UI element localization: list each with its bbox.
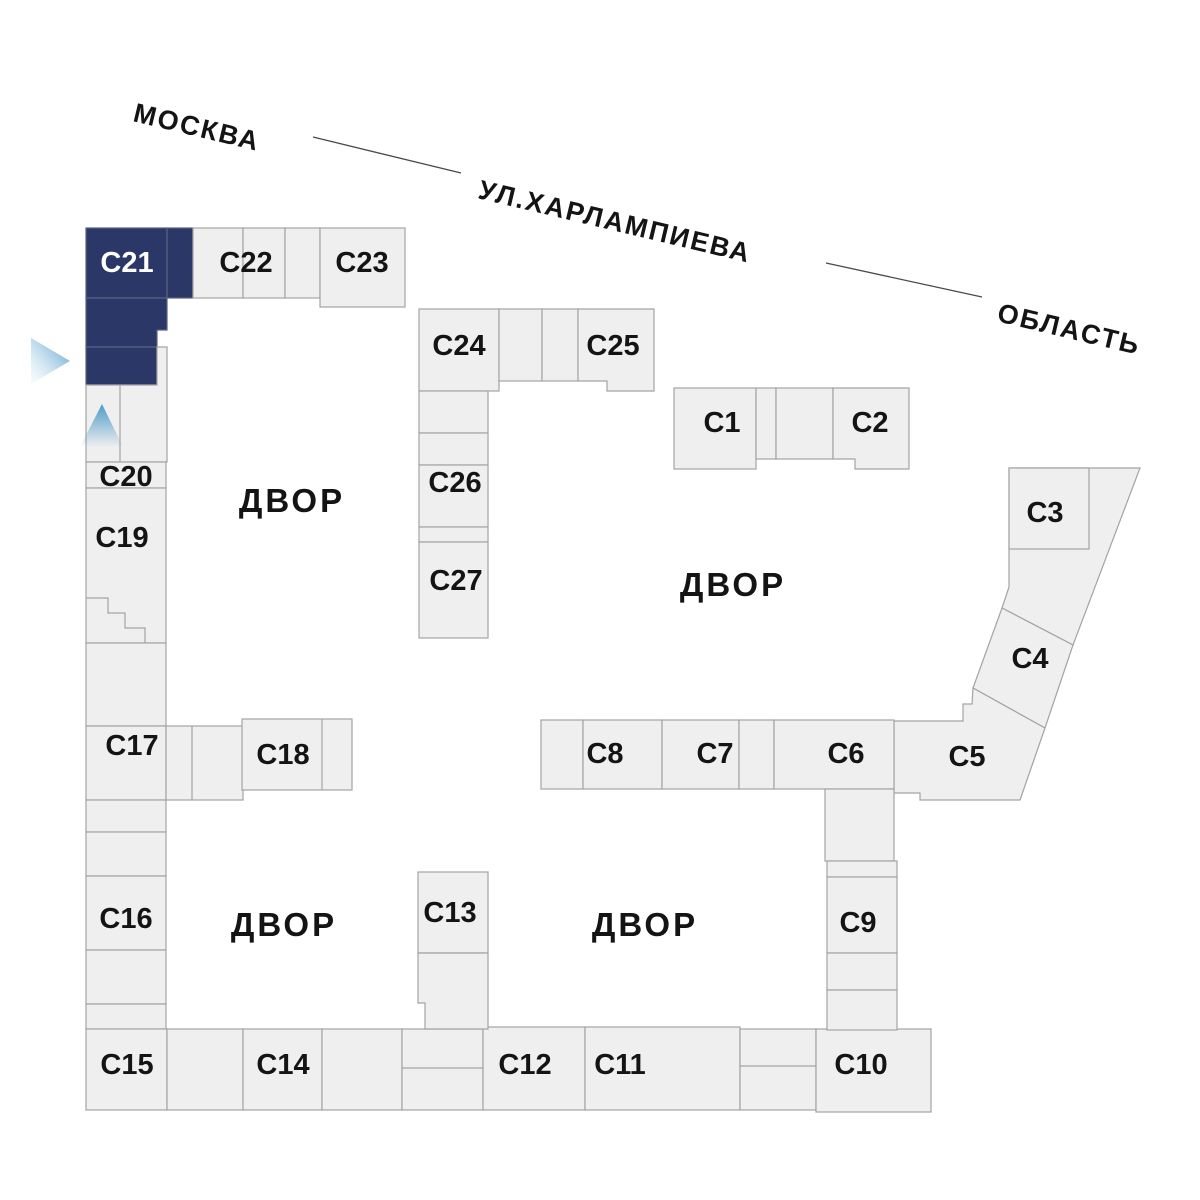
building-c22-section[interactable] — [192, 227, 244, 299]
building-c18-label: С18 — [256, 739, 309, 771]
building-c16-section[interactable] — [85, 799, 167, 833]
building-c11-section[interactable] — [584, 1026, 741, 1111]
building-c11-label: С11 — [594, 1049, 646, 1081]
building-c17-section[interactable] — [85, 642, 167, 727]
building-c13-section[interactable] — [417, 871, 489, 954]
building-c6-section[interactable] — [824, 788, 895, 862]
street-connector-line — [825, 262, 983, 298]
building-c2-label: С2 — [851, 407, 888, 439]
building-c14-section[interactable] — [242, 1028, 323, 1111]
building-c2-section[interactable] — [832, 387, 910, 470]
building-c24-label: С24 — [432, 330, 485, 362]
building-c4-label: С4 — [1011, 643, 1048, 675]
building-c20-label: С20 — [99, 461, 152, 493]
building-c16-section[interactable] — [85, 949, 167, 1005]
building-c9-section[interactable] — [826, 860, 898, 878]
building-c21[interactable] — [85, 227, 194, 386]
building-c14-label: С14 — [256, 1049, 309, 1081]
building-c27-section[interactable] — [418, 541, 489, 639]
building-c9-label: С9 — [839, 907, 876, 939]
building-c10-label: С10 — [834, 1049, 887, 1081]
courtyard-label: ДВОР — [231, 906, 337, 943]
building-c10-section[interactable] — [739, 1028, 817, 1111]
building-c17-label: С17 — [105, 730, 158, 762]
building-c22-label: С22 — [219, 247, 272, 279]
building-c13-section[interactable] — [417, 952, 489, 1030]
building-c16-label: С16 — [99, 903, 152, 935]
building-c14-section[interactable] — [166, 1028, 244, 1111]
building-c12-section[interactable] — [321, 1028, 403, 1111]
building-c2-section[interactable] — [775, 387, 834, 460]
building-c3-label: С3 — [1026, 497, 1063, 529]
building-c1-label: С1 — [703, 407, 740, 439]
building-c16-section[interactable] — [85, 831, 167, 877]
building-c25-section[interactable] — [541, 308, 579, 382]
courtyard-label: ДВОР — [239, 482, 345, 519]
building-c6-section[interactable] — [773, 719, 895, 790]
building-c24-section[interactable] — [498, 308, 543, 382]
building-c15-label: С15 — [100, 1049, 153, 1081]
building-c7-section[interactable] — [738, 719, 775, 790]
building-c21-section[interactable] — [85, 346, 158, 386]
building-c12-section[interactable] — [401, 1028, 484, 1111]
building-c22-section[interactable] — [242, 227, 286, 299]
courtyard-label: ДВОР — [592, 906, 698, 943]
building-c8-label: С8 — [586, 738, 623, 770]
building-c27-label: С27 — [429, 565, 482, 597]
building-c5-label: С5 — [948, 741, 985, 773]
building-c8-section[interactable] — [582, 719, 663, 790]
building-c10-section[interactable] — [815, 1028, 932, 1113]
building-c13-label: С13 — [423, 897, 476, 929]
building-c22-section[interactable] — [284, 227, 321, 299]
building-c6-label: С6 — [827, 738, 864, 770]
location-pointer-right-icon — [31, 338, 70, 384]
building-c1-section[interactable] — [755, 387, 777, 460]
stair-step-edge — [86, 597, 146, 643]
location-pointer-up-icon — [80, 404, 123, 447]
building-c23-label: С23 — [335, 247, 388, 279]
street-connector-line — [312, 136, 462, 174]
courtyard-label: ДВОР — [680, 566, 786, 603]
building-c19-label: С19 — [95, 522, 148, 554]
building-c9-section[interactable] — [826, 952, 898, 991]
building-c9-section[interactable] — [826, 989, 898, 1031]
building-c25-section[interactable] — [577, 308, 655, 392]
street-city-label: МОСКВА — [131, 98, 264, 157]
building-c18-section[interactable] — [241, 718, 353, 791]
building-c26-section[interactable] — [418, 390, 489, 434]
building-c21-section[interactable] — [166, 227, 194, 299]
building-c3-section[interactable] — [1008, 467, 1090, 550]
building-c17-section[interactable] — [165, 725, 244, 801]
building-c26-section[interactable] — [418, 432, 489, 466]
building-c27-section[interactable] — [418, 526, 489, 543]
building-c12-label: С12 — [498, 1049, 551, 1081]
building-c21-section[interactable] — [85, 297, 168, 348]
building-c16-section[interactable] — [85, 875, 167, 951]
building-c19-section[interactable] — [85, 487, 167, 644]
building-c23-section[interactable] — [319, 227, 406, 308]
building-c24-section[interactable] — [418, 308, 500, 392]
building-c26-label: С26 — [428, 467, 481, 499]
building-c21-label: С21 — [100, 247, 153, 279]
building-c1-section[interactable] — [673, 387, 757, 470]
building-c25-label: С25 — [586, 330, 639, 362]
building-c7-label: С7 — [696, 738, 733, 770]
building-c15-section[interactable] — [85, 1003, 167, 1030]
building-c8-section[interactable] — [540, 719, 584, 790]
street-name-label: УЛ.ХАРЛАМПИЕВА — [476, 175, 755, 269]
street-region-label: ОБЛАСТЬ — [995, 298, 1144, 361]
building-c21-section[interactable] — [85, 227, 168, 299]
